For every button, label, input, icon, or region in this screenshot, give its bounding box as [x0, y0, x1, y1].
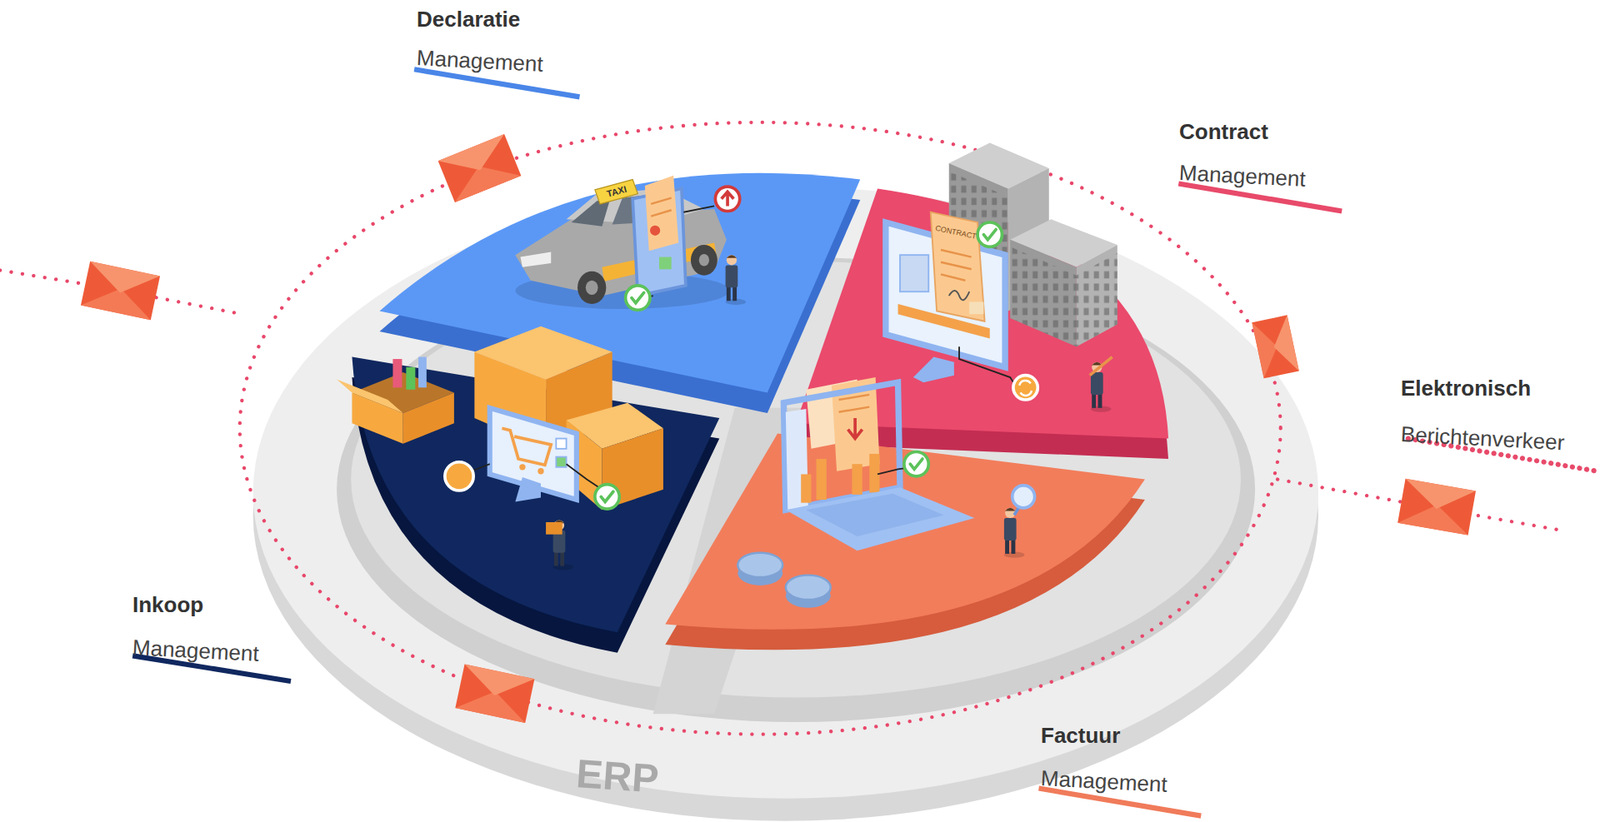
contract-illustration	[1013, 375, 1038, 400]
taxi-illustration	[625, 285, 650, 310]
taxi-illustration	[683, 205, 715, 212]
section-heading: Factuur	[1040, 724, 1120, 750]
inkoop-illustration	[336, 326, 664, 571]
inkoop-illustration	[403, 392, 455, 444]
section-heading: Contract	[1179, 120, 1269, 145]
factuur-illustration	[737, 553, 783, 578]
taxi-illustration	[699, 254, 710, 267]
contract-illustration	[977, 222, 1002, 247]
section-heading: Inkoop	[132, 593, 204, 619]
inkoop-illustration	[537, 468, 544, 475]
contract-illustration	[885, 142, 1118, 412]
factuur-illustration	[805, 494, 944, 537]
inkoop-illustration	[405, 367, 415, 390]
taxi-illustration	[520, 251, 551, 267]
contract-illustration	[969, 301, 984, 315]
factuur-segment	[665, 433, 1145, 630]
inkoop-illustration	[445, 462, 474, 491]
contract-illustration	[1090, 362, 1111, 413]
section-subheading: Management	[131, 635, 260, 668]
contract-illustration	[913, 357, 955, 384]
taxi-illustration	[585, 280, 599, 295]
factuur-illustration	[904, 451, 929, 476]
inkoop-illustration	[392, 359, 402, 388]
factuur-illustration	[851, 464, 862, 495]
taxi-illustration	[721, 191, 735, 206]
envelopes	[1397, 479, 1476, 536]
inkoop-illustration	[545, 522, 563, 535]
factuur-segment	[665, 433, 1145, 650]
inkoop-illustration	[336, 380, 404, 414]
document-title: CONTRACT	[934, 224, 977, 242]
taxi-illustration	[577, 271, 606, 305]
envelopes	[80, 261, 160, 321]
envelopes	[80, 134, 1476, 724]
section-subheading: Management	[1178, 160, 1306, 193]
taxi-illustration	[645, 175, 679, 252]
contract-illustration	[940, 262, 972, 270]
taxi-illustration	[650, 225, 660, 236]
section-subheading: Berichtenverkeer	[1400, 422, 1565, 456]
contract-illustration	[949, 290, 970, 300]
envelopes	[455, 664, 535, 724]
message-ring	[0, 122, 1561, 735]
section-heading: Elektronisch	[1400, 376, 1531, 402]
contract-illustration	[940, 250, 972, 258]
inkoop-illustration	[555, 439, 566, 450]
contract-illustration	[1076, 245, 1118, 347]
label-underline	[132, 69, 1597, 816]
taxi-illustration	[725, 255, 746, 305]
taxi-sign: TAXI	[605, 184, 629, 200]
contract-illustration	[1076, 253, 1118, 348]
message-ring	[240, 122, 1281, 735]
declaratie-segment	[380, 173, 861, 394]
inkoop-illustration	[566, 464, 603, 490]
contract-illustration	[1010, 240, 1077, 348]
inkoop-illustration	[595, 485, 620, 510]
contract-illustration	[1019, 380, 1032, 396]
inkoop-illustration	[515, 477, 541, 502]
contract-illustration	[959, 346, 1015, 386]
contract-illustration	[940, 274, 965, 280]
envelopes	[438, 134, 522, 203]
taxi-illustration	[690, 245, 718, 276]
section-heading: Declaratie	[416, 7, 520, 33]
section-subheading: Management	[1040, 766, 1168, 799]
taxi-illustration	[515, 175, 746, 311]
factuur-illustration	[785, 487, 975, 551]
factuur-illustration	[737, 377, 1035, 609]
envelopes	[1251, 315, 1299, 379]
contract-illustration	[930, 212, 985, 322]
contract-illustration	[1010, 246, 1077, 347]
inkoop-illustration	[555, 457, 566, 468]
factuur-illustration	[839, 395, 870, 400]
factuur-illustration	[1004, 508, 1025, 559]
inkoop-illustration	[501, 428, 551, 465]
factuur-illustration	[785, 575, 831, 600]
factuur-illustration	[848, 418, 863, 439]
inkoop-illustration	[519, 464, 525, 470]
factuur-illustration	[869, 454, 880, 494]
contract-illustration	[1090, 357, 1113, 376]
taxi-illustration	[650, 210, 671, 216]
inkoop-illustration	[471, 464, 490, 472]
inkoop-illustration	[418, 357, 427, 389]
factuur-illustration	[816, 459, 827, 500]
taxi-illustration	[659, 257, 672, 270]
factuur-illustration	[800, 474, 811, 503]
taxi-illustration	[650, 198, 671, 205]
section-subheading: Management	[415, 45, 544, 78]
factuur-illustration	[839, 407, 870, 413]
contract-illustration	[900, 255, 929, 292]
platform-label: ERP	[575, 750, 660, 803]
taxi-illustration	[715, 186, 740, 211]
factuur-illustration	[1012, 485, 1035, 509]
factuur-illustration	[783, 382, 900, 510]
